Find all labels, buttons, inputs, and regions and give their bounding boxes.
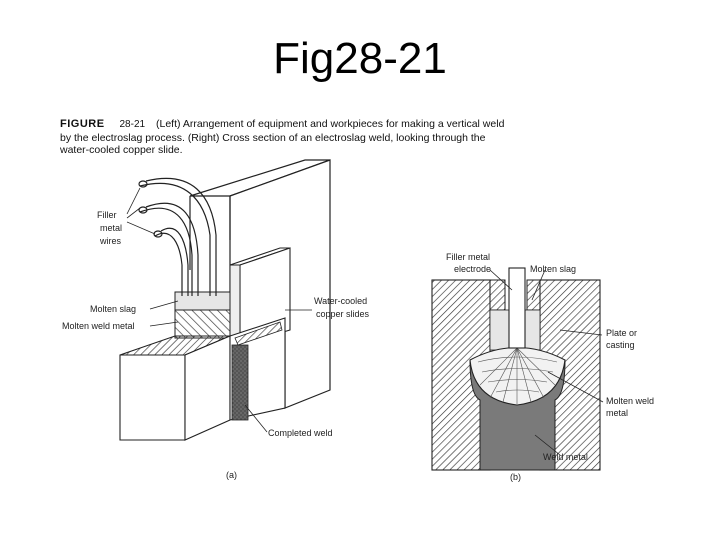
- label-filler-electrode-2: electrode: [454, 264, 491, 274]
- plate-top-left: [490, 280, 505, 310]
- label-plate-2: casting: [606, 340, 635, 350]
- label-right-molten-weld-2: metal: [606, 408, 628, 418]
- label-completed-weld: Completed weld: [268, 428, 333, 438]
- label-filler-electrode-1: Filler metal: [446, 252, 490, 262]
- plate-top-right: [527, 280, 540, 310]
- molten-weld-pool: [175, 310, 230, 338]
- left-diagram: [120, 160, 330, 440]
- sublabel-b: (b): [510, 472, 521, 482]
- label-molten-weld-metal: Molten weld metal: [62, 321, 135, 331]
- filler-electrode: [509, 268, 525, 348]
- right-diagram: [432, 268, 603, 470]
- label-filler-2: metal: [100, 223, 122, 233]
- sublabel-a: (a): [226, 470, 237, 480]
- label-water-cooled-1: Water-cooled: [314, 296, 367, 306]
- label-water-cooled-2: copper slides: [316, 309, 370, 319]
- slag-pool: [175, 292, 230, 310]
- label-filler-1: Filler: [97, 210, 117, 220]
- label-right-molten-slag: Molten slag: [530, 264, 576, 274]
- lower-plate-front: [120, 355, 185, 440]
- label-filler-3: wires: [99, 236, 122, 246]
- completed-weld-bead: [232, 345, 248, 420]
- label-molten-slag: Molten slag: [90, 304, 136, 314]
- label-right-molten-weld-1: Molten weld: [606, 396, 654, 406]
- label-plate-1: Plate or: [606, 328, 637, 338]
- label-weld-metal: Weld metal: [543, 452, 588, 462]
